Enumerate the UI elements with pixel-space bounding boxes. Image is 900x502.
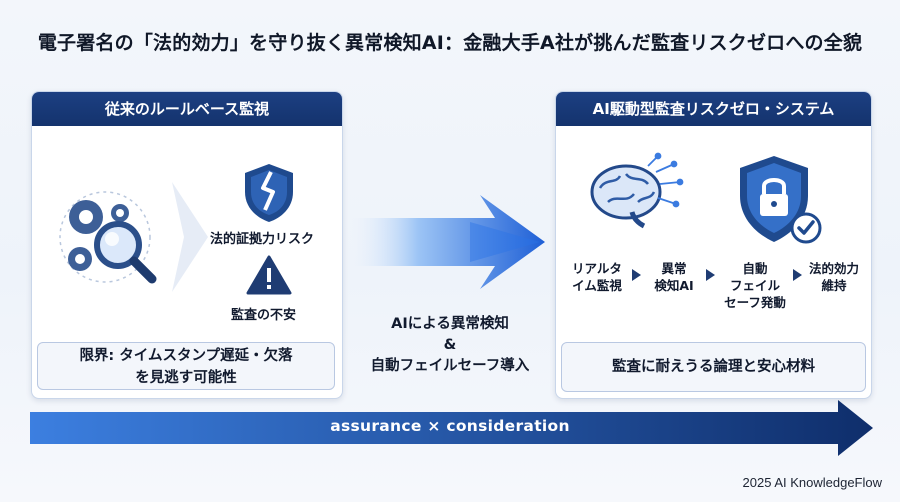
legacy-panel-header: 従来のルールベース監視 (32, 92, 342, 126)
warning-icon (246, 255, 292, 295)
flow-step-failsafe: 自動 フェイル セーフ発動 (716, 260, 794, 311)
ai-system-panel: AI駆動型監査リスクゼロ・システム リアルタ イム監視 異常 検知AI 自動 フ… (555, 91, 872, 399)
flow-step-4-line-1: 法的効力 (808, 261, 859, 276)
flow-arrow-3-icon (793, 269, 802, 281)
flow-step-1-line-2: イム監視 (572, 278, 622, 293)
assurance-box: 監査に耐えうる論理と安心材料 (561, 342, 866, 392)
legal-evidence-risk-label: 法的証拠力リスク (210, 232, 315, 247)
flow-arrow-1-icon (632, 269, 641, 281)
flow-step-3-line-2: フェイル (729, 278, 780, 293)
broken-shield-icon (245, 164, 293, 222)
credit-text: 2025 AI KnowledgeFlow (742, 475, 882, 490)
audit-anxiety-label: 監査の不安 (231, 308, 297, 323)
flow-step-4-line-2: 維持 (821, 278, 847, 293)
solution-line-2: & (443, 337, 457, 353)
limitation-box: 限界: タイムスタンプ遅延・欠落 を見逃す可能性 (37, 342, 335, 390)
flow-step-1-line-1: リアルタ (572, 261, 622, 276)
flow-step-anomaly-detection: 異常 検知AI (644, 260, 704, 294)
flow-step-realtime-monitoring: リアルタ イム監視 (562, 260, 632, 294)
limitation-line-2: を見逃す可能性 (135, 370, 237, 386)
chevron-right-icon (172, 182, 208, 292)
ai-brain-icon (590, 152, 684, 229)
limitation-line-1: 限界: タイムスタンプ遅延・欠落 (79, 348, 293, 364)
page-title: 電子署名の「法的効力」を守り抜く異常検知AI：金融大手A社が挑んだ監査リスクゼロ… (37, 32, 863, 54)
assurance-bar (30, 400, 873, 456)
flow-step-3-line-1: 自動 (742, 261, 768, 276)
solution-label: AIによる異常検知 & 自動フェイルセーフ導入 (345, 314, 555, 377)
gear-search-icon (59, 191, 157, 284)
assurance-bar-label: assurance × consideration (330, 417, 570, 435)
shield-lock-icon (740, 156, 822, 244)
solution-line-1: AIによる異常検知 (391, 316, 509, 332)
ai-panel-header: AI駆動型監査リスクゼロ・システム (556, 92, 871, 126)
flow-arrow-2-icon (706, 269, 715, 281)
legacy-monitoring-panel: 従来のルールベース監視 法的証拠力リスク 監査の不安 限界: (31, 91, 343, 399)
flow-step-2-line-1: 異常 (661, 261, 687, 276)
flow-step-3-line-3: セーフ発動 (724, 295, 786, 310)
solution-line-3: 自動フェイルセーフ導入 (370, 358, 530, 374)
flow-step-legal-effect: 法的効力 維持 (800, 260, 868, 294)
flow-step-2-line-2: 検知AI (654, 278, 694, 293)
